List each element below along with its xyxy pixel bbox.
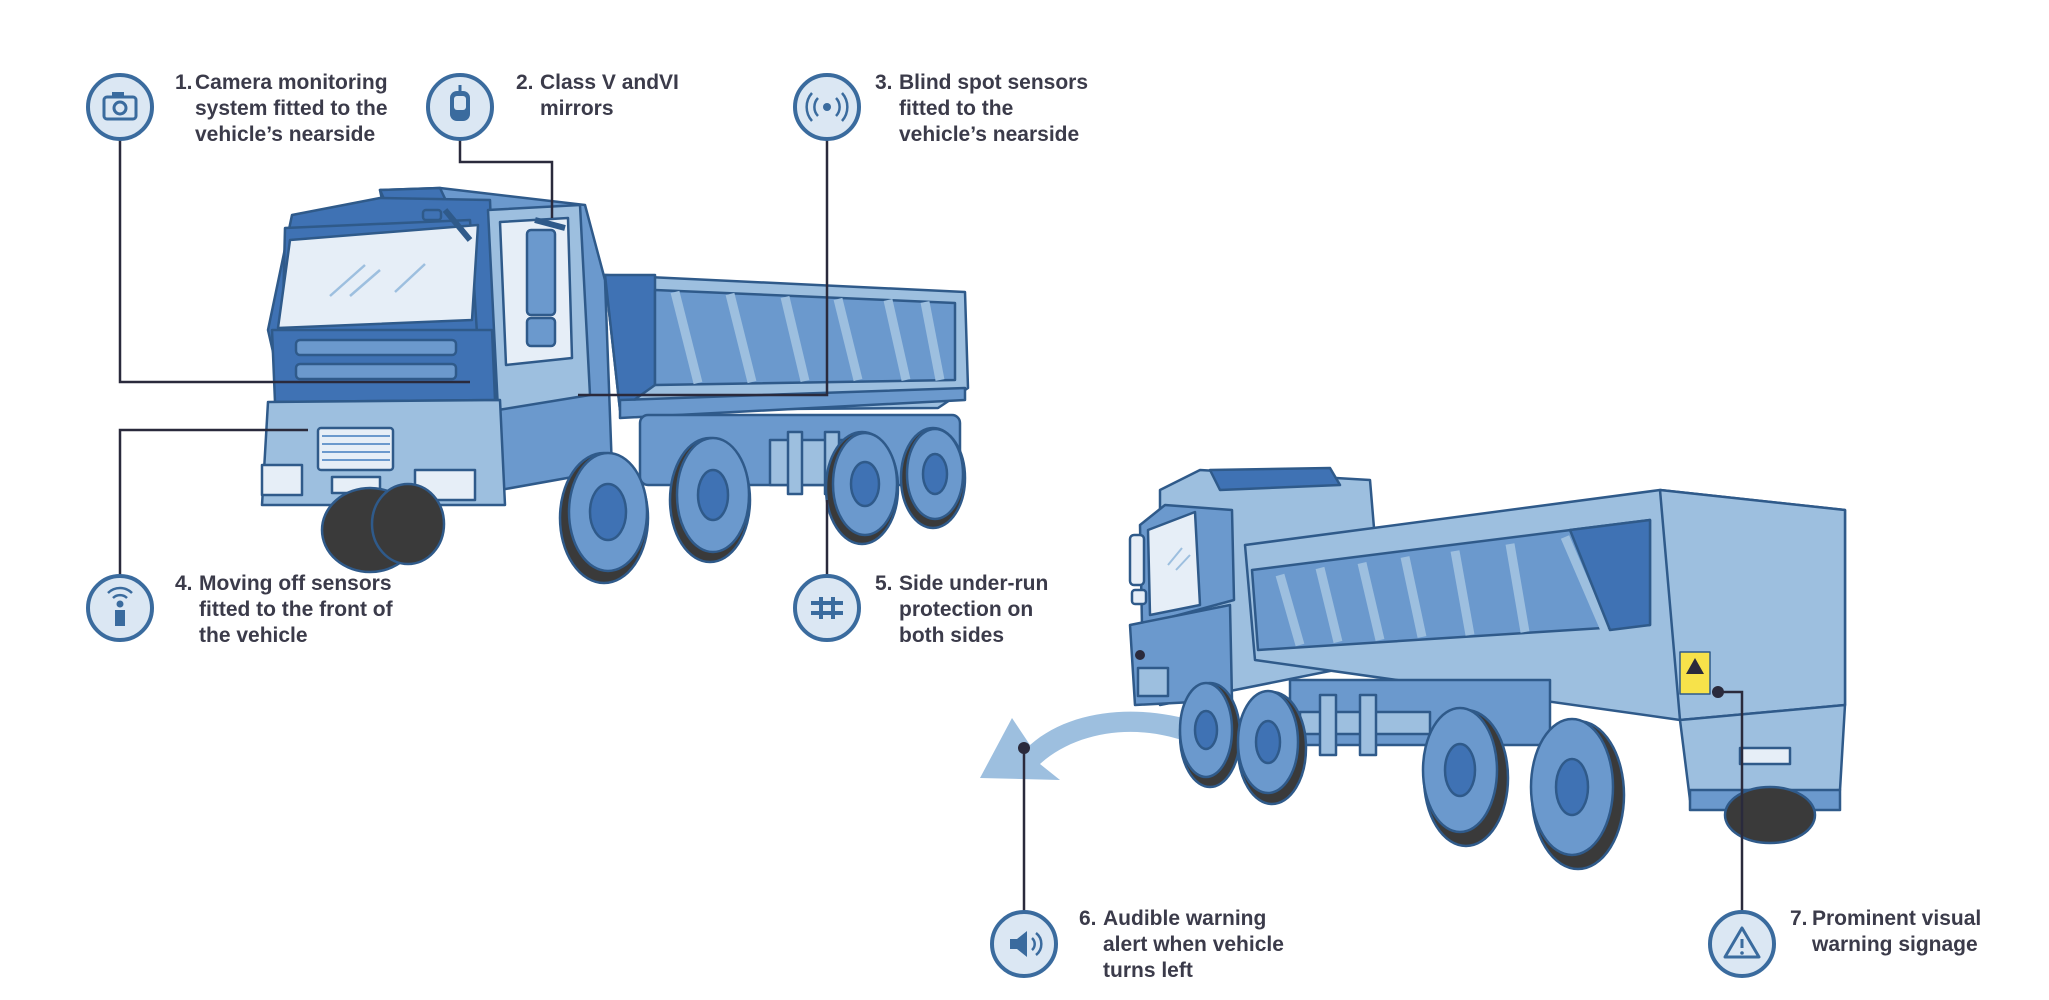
- callout-icons: [86, 73, 1776, 978]
- mirror-icon: [426, 73, 494, 141]
- speaker-icon: [990, 910, 1058, 978]
- leader-endpoints: [1018, 650, 1724, 754]
- callout-line: turns left: [1103, 959, 1193, 982]
- callout-number: 6.: [1079, 907, 1097, 930]
- callout-line: mirrors: [540, 97, 614, 120]
- sensor-waves-icon: [793, 73, 861, 141]
- leader-mirrors: [458, 140, 554, 218]
- callout-line: Side under-run: [899, 572, 1049, 595]
- warning-triangle-icon: [1708, 910, 1776, 978]
- callout-line: the vehicle: [199, 624, 308, 647]
- callout-line: fitted to the front of: [199, 598, 393, 621]
- callout-line: Audible warning: [1103, 907, 1267, 930]
- left-turn-arrow: [980, 711, 1198, 780]
- tipper-truck-front-view: [260, 186, 970, 585]
- callout-line: fitted to the: [899, 97, 1014, 120]
- tipper-truck-rear-view: [980, 466, 1847, 871]
- leader-blindspot: [578, 140, 829, 397]
- callout-line: system fitted to the: [195, 97, 388, 120]
- callout-line: protection on: [899, 598, 1034, 621]
- callout-line: vehicle’s nearside: [195, 123, 376, 146]
- callout-number: 1.: [175, 71, 193, 94]
- callout-line: alert when vehicle: [1103, 933, 1284, 956]
- callout-number: 5.: [875, 572, 893, 595]
- callout-line: Prominent visual: [1812, 907, 1982, 930]
- leader-camera: [118, 140, 470, 384]
- callout-line: Moving off sensors: [199, 572, 392, 595]
- callout-number: 7.: [1790, 907, 1808, 930]
- callout-number: 3.: [875, 71, 893, 94]
- leader-movingoff: [118, 428, 308, 577]
- proximity-sensor-icon: [86, 574, 154, 642]
- callout-number: 4.: [175, 572, 193, 595]
- callout-line: Camera monitoring: [195, 71, 388, 94]
- camera-icon: [86, 73, 154, 141]
- callout-number: 2.: [516, 71, 534, 94]
- callout-line: Class V andVI: [540, 71, 679, 94]
- leader-signage: [1718, 690, 1744, 913]
- underrun-guard-icon: [793, 574, 861, 642]
- callout-line: vehicle’s nearside: [899, 123, 1080, 146]
- callout-line: both sides: [899, 624, 1005, 647]
- callout-line: warning signage: [1812, 933, 1978, 956]
- callout-line: Blind spot sensors: [899, 71, 1089, 94]
- leader-lines: [118, 140, 1744, 913]
